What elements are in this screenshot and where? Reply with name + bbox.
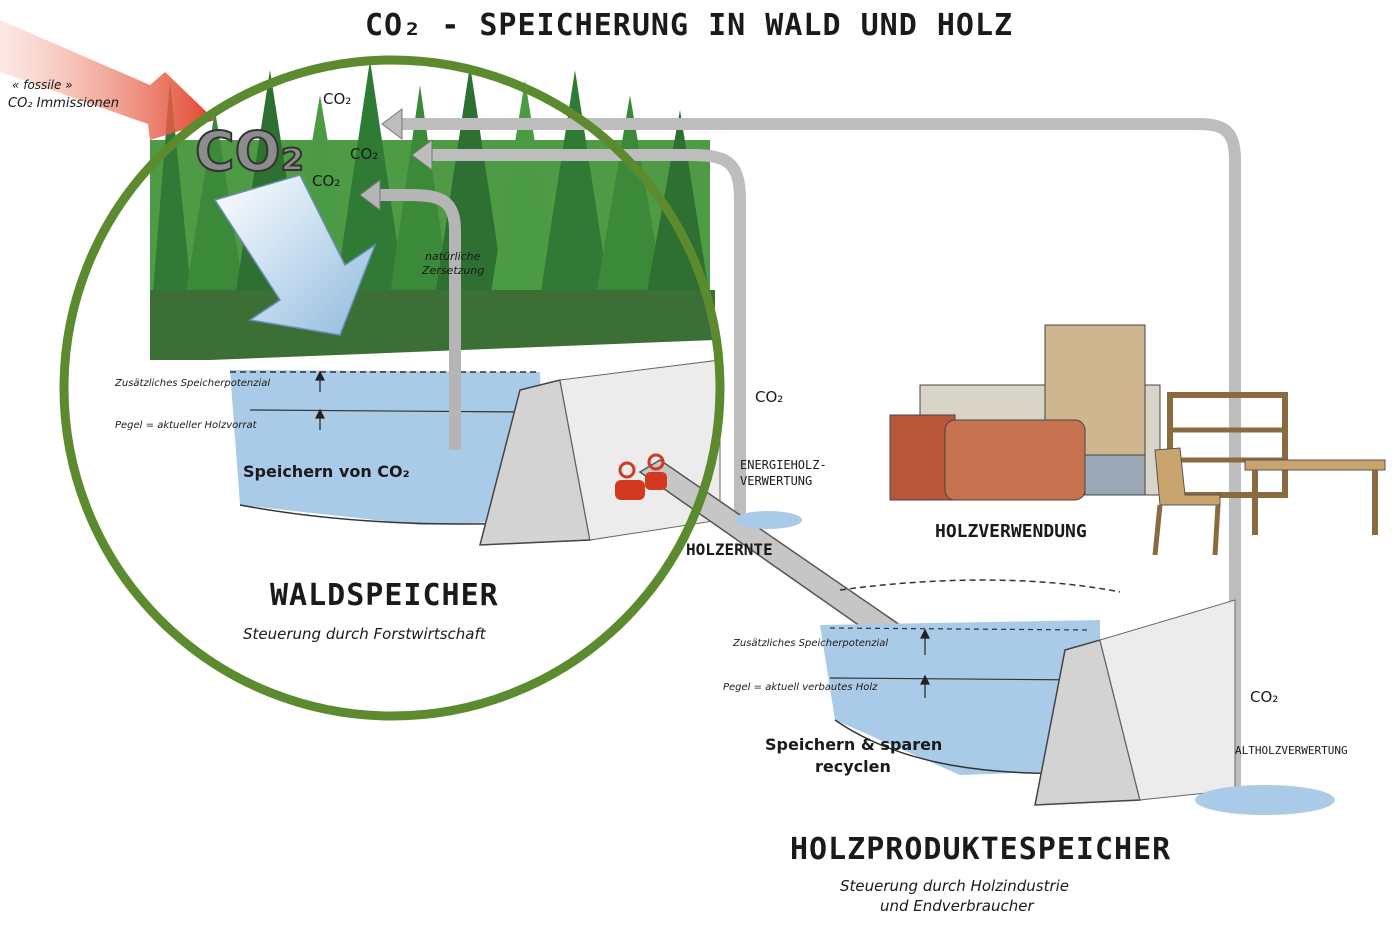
forest-storage-name: WALDSPEICHER — [270, 578, 499, 613]
forest-basin-water — [230, 370, 545, 525]
forest-extra-potential-label: Zusätzliches Speicherpotenzial — [115, 378, 271, 389]
recycling-puddle — [1195, 785, 1335, 815]
forest-storage-highlight-circle — [59, 55, 725, 721]
products-basin-water — [820, 620, 1100, 775]
harvest-label: HOLZERNTE — [686, 540, 773, 559]
wood-usage-buildings — [889, 324, 1386, 556]
harvest-co2: CO₂ — [755, 388, 784, 406]
forest-storage-label: Speichern von CO₂ — [243, 462, 410, 481]
energy-wood-pipe — [430, 149, 746, 520]
valve-icon — [615, 453, 667, 500]
forest-co2-big: CO₂ — [194, 119, 305, 184]
decomposition-label-line1: natürliche — [425, 250, 481, 263]
products-storage-name: HOLZPRODUKTESPEICHER — [790, 832, 1172, 867]
decomposition-label-line2: Zersetzung — [422, 264, 485, 277]
products-control-line1: Steuerung durch Holzindustrie — [840, 877, 1070, 895]
level-arrows — [315, 370, 930, 698]
old-wood-pipe — [400, 118, 1241, 800]
energy-wood-label-line1: ENERGIEHOLZ- — [740, 458, 827, 472]
old-wood-recycling-label: ALTHOLZVERWERTUNG — [1235, 744, 1348, 757]
forest-level-label: Pegel = aktueller Holzvorrat — [115, 420, 257, 431]
forest-storage-control: Steuerung durch Forstwirtschaft — [243, 625, 486, 643]
products-storage-label-line2: recyclen — [815, 757, 891, 776]
forest-co2-small-2: CO₂ — [350, 145, 379, 163]
inflow-label-line1: « fossile » — [12, 78, 73, 92]
absorption-arrow — [213, 174, 377, 336]
page-title: CO₂ - SPEICHERUNG IN WALD UND HOLZ — [365, 8, 1014, 43]
products-level-label: Pegel = aktuell verbautes Holz — [723, 682, 878, 693]
products-storage-label-line1: Speichern & sparen — [765, 735, 943, 754]
products-control-line2: und Endverbraucher — [880, 897, 1034, 915]
forest-co2-small-3: CO₂ — [312, 172, 341, 190]
products-extra-potential-label: Zusätzliches Speicherpotenzial — [733, 638, 889, 649]
fossil-inflow-arrow — [0, 20, 215, 140]
decomposition-pipe — [375, 189, 461, 450]
wood-usage-label: HOLZVERWENDUNG — [935, 521, 1087, 542]
inflow-label-line2: CO₂ Immissionen — [8, 96, 120, 111]
energy-wood-label-line2: VERWERTUNG — [740, 474, 813, 488]
recycling-co2: CO₂ — [1250, 688, 1279, 706]
forest-co2-small-1: CO₂ — [323, 90, 352, 108]
energy-wood-puddle — [734, 511, 802, 529]
